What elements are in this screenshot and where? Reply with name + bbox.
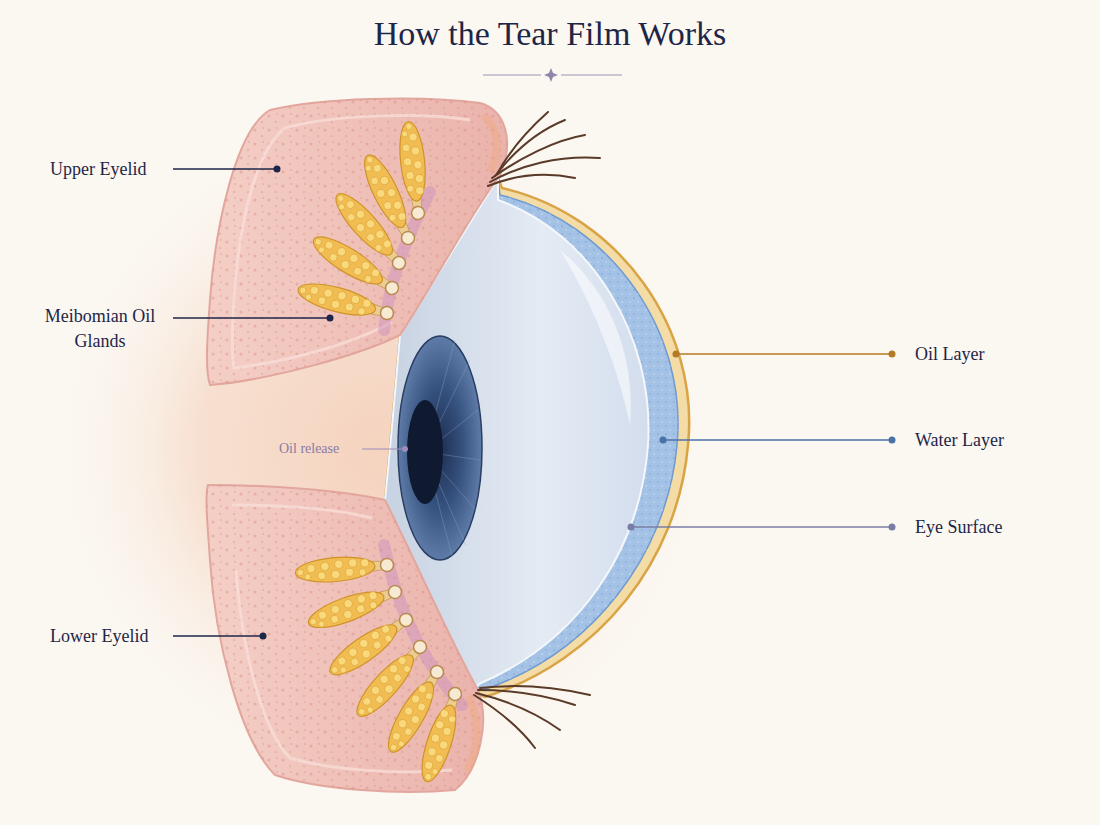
part-label: Eye Surface — [915, 515, 1002, 540]
eyelashes — [474, 112, 600, 748]
leader-lines — [173, 166, 896, 640]
part-label: Lower Eyelid — [50, 624, 148, 649]
part-label: Upper Eyelid — [50, 157, 146, 182]
diagram-title: How the Tear Film Works — [0, 14, 1100, 55]
part-label: Oil release — [279, 440, 339, 458]
upper-eyelid — [207, 99, 507, 385]
part-label: Oil Layer — [915, 342, 984, 367]
lower-eyelid — [207, 485, 484, 792]
iris — [398, 336, 482, 560]
pupil — [407, 400, 443, 504]
part-label: Meibomian Oil Glands — [44, 304, 156, 354]
part-label: Water Layer — [915, 428, 1004, 453]
skin-shading — [50, 50, 710, 825]
cornea-glare — [560, 250, 631, 425]
